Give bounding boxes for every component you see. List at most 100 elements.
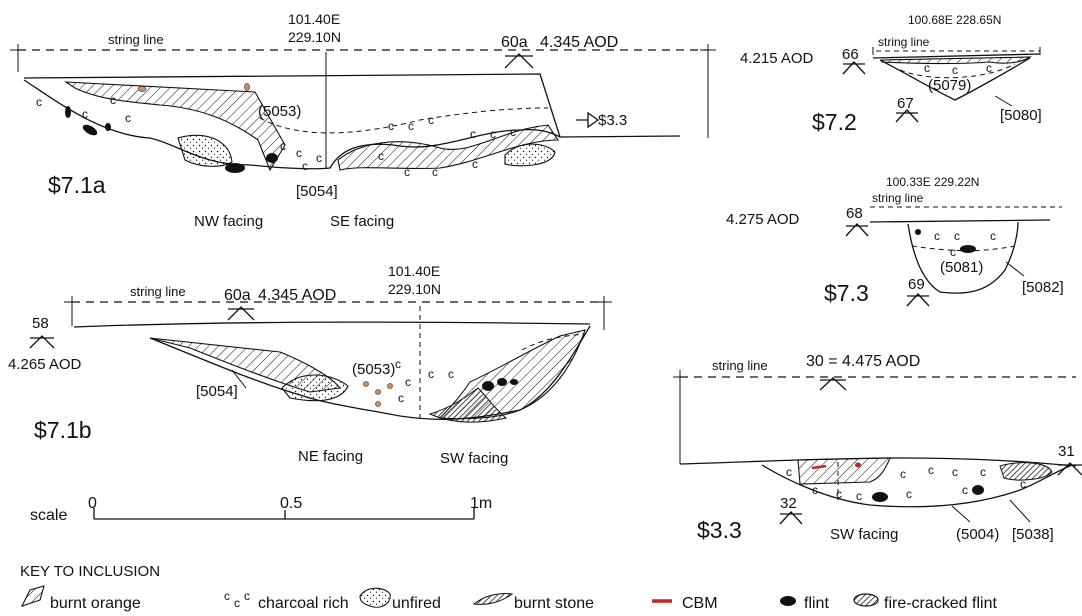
datum-marker-icon: [504, 53, 534, 69]
cut-profile-5082: [907, 221, 1019, 294]
cbm-inclusion: [811, 464, 827, 470]
charcoal-mark: c: [448, 367, 454, 381]
datum-32: 32: [780, 495, 797, 512]
se-facing-label: SE facing: [330, 213, 394, 230]
datum-69: 69: [908, 276, 925, 293]
charcoal-mark: c: [432, 165, 438, 179]
burnt-orange-inclusion: [387, 383, 393, 389]
section-3-3: string line 30 = 4.475 AOD 31 c c c c c …: [673, 353, 1082, 543]
charcoal-mark: c: [82, 107, 88, 121]
aod-7-3: 4.275 AOD: [726, 211, 800, 228]
context-5080-label: [5080]: [1000, 107, 1042, 124]
charcoal-mark: c: [928, 463, 934, 477]
flint-inclusion: [497, 378, 507, 386]
datum-66: 66: [842, 46, 859, 63]
charcoal-mark: c: [510, 125, 516, 139]
section-7-1b: string line 60a 4.345 AOD 101.40E 229.10…: [8, 263, 612, 467]
scale-tick-half: 0.5: [280, 495, 302, 512]
datum-31: 31: [1058, 443, 1075, 460]
charcoal-mark: c: [316, 151, 322, 165]
charcoal-key-icon: c: [244, 589, 250, 603]
key-unfired: unfired: [392, 595, 441, 612]
arrow-left-icon: [576, 111, 600, 129]
charcoal-mark: c: [954, 229, 960, 243]
charcoal-key-icon: c: [234, 596, 240, 610]
charcoal-mark: c: [378, 149, 384, 163]
datum-67: 67: [897, 95, 914, 112]
flint-inclusion: [65, 106, 71, 118]
scale-tick-0: 0: [88, 495, 97, 512]
charcoal-mark: c: [950, 245, 956, 259]
datum-68: 68: [846, 205, 863, 222]
fire-cracked-flint-key-icon: [853, 593, 879, 607]
context-5053-label: (5053): [258, 103, 301, 120]
burnt-orange-inclusion: [137, 86, 147, 92]
flint-inclusion: [510, 379, 518, 385]
charcoal-mark: c: [906, 487, 912, 501]
scale-bar: scale 0 0.5 1m: [30, 495, 492, 524]
key-fire-cracked-flint: fire-cracked flint: [884, 595, 997, 612]
charcoal-mark: c: [388, 119, 394, 133]
key-flint: flint: [804, 595, 829, 612]
string-line-label-3-3: string line: [712, 358, 768, 373]
coord-northing-b: 229.10N: [388, 281, 441, 297]
ne-facing-label: NE facing: [298, 448, 363, 465]
burnt-orange-inclusion: [375, 401, 381, 407]
ground-surface-7-3: [869, 219, 1051, 223]
burnt-orange-inclusion: [375, 389, 381, 395]
datum-marker-icon: [906, 293, 930, 307]
flint-inclusion: [82, 124, 98, 136]
flint-inclusion: [225, 163, 245, 173]
charcoal-mark: c: [110, 93, 116, 107]
context-5054-label-b: [5054]: [196, 383, 238, 400]
section-7-2: 100.68E 228.65N 4.215 AOD 66 string line…: [740, 13, 1042, 135]
coord-easting: 101.40E: [288, 11, 340, 27]
charcoal-mark: c: [812, 483, 818, 497]
datum-marker-icon: [779, 511, 803, 525]
datum-marker-icon: [819, 377, 847, 391]
coord-easting-b: 101.40E: [388, 263, 440, 279]
string-line-label: string line: [108, 32, 164, 47]
section-label-7-2: $7.2: [812, 109, 857, 135]
coord-northing: 229.10N: [288, 29, 341, 45]
key-cbm: CBM: [682, 595, 718, 612]
charcoal-mark: c: [395, 357, 401, 371]
context-5053-label-b: (5053): [352, 361, 395, 378]
burnt-orange-inclusion: [363, 381, 369, 387]
charcoal-mark: c: [428, 367, 434, 381]
charcoal-mark: c: [962, 483, 968, 497]
charcoal-mark: c: [986, 61, 992, 75]
context-5004-label: (5004): [956, 526, 999, 543]
charcoal-mark: c: [490, 127, 496, 141]
key-burnt-stone: burnt stone: [514, 595, 594, 612]
charcoal-mark: c: [125, 111, 131, 125]
datum-marker-icon: [845, 223, 869, 237]
flint-inclusion: [915, 229, 921, 235]
charcoal-mark: c: [786, 465, 792, 479]
charcoal-key-icon: c: [224, 589, 230, 603]
datum-marker-icon: [895, 109, 919, 123]
section-7-1a: string line 101.40E 229.10N 60a 4.345 AO…: [10, 11, 716, 230]
flint-inclusion: [960, 245, 976, 253]
charcoal-mark: c: [405, 375, 411, 389]
unfired-key-icon: [359, 587, 391, 608]
charcoal-mark: c: [280, 139, 286, 153]
charcoal-mark: c: [952, 63, 958, 77]
charcoal-mark: c: [302, 159, 308, 173]
flint-inclusion: [482, 381, 494, 391]
string-line-label-7-2: string line: [878, 35, 930, 49]
section-label-7-1a: $7.1a: [48, 172, 106, 198]
charcoal-mark: c: [472, 157, 478, 171]
aod-7-2: 4.215 AOD: [740, 50, 814, 67]
context-5082-label: [5082]: [1022, 279, 1064, 296]
sw-facing-label: SW facing: [440, 450, 508, 467]
charcoal-mark: c: [856, 489, 862, 503]
coord-7-2: 100.68E 228.65N: [908, 13, 1001, 27]
charcoal-mark: c: [990, 229, 996, 243]
charcoal-mark: c: [296, 146, 302, 160]
flint-inclusion: [872, 492, 888, 502]
datum-60a: 60a: [501, 34, 528, 51]
charcoal-mark: c: [470, 127, 476, 141]
scale-tick-1m: 1m: [470, 495, 492, 512]
context-boundary-5053: [259, 107, 549, 134]
